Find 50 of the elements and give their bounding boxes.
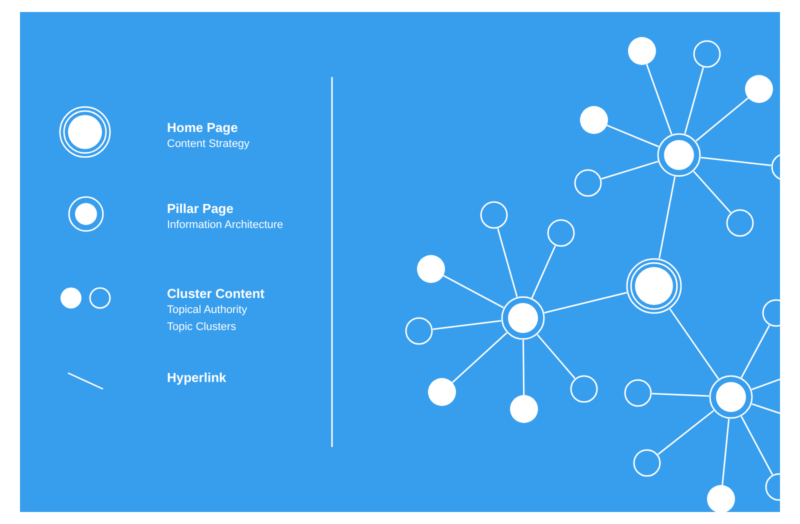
cluster-node-filled <box>417 255 445 283</box>
hyperlink-line <box>693 170 732 214</box>
legend-title: Hyperlink <box>167 370 226 386</box>
cluster-node-filled <box>580 106 608 134</box>
hyperlink-line <box>740 324 770 378</box>
cluster-node-outline <box>624 379 652 407</box>
hyperlink-line <box>497 228 518 298</box>
hyperlink-line <box>658 410 714 455</box>
hyperlink-line <box>522 340 525 395</box>
cluster-node-outline <box>693 40 721 68</box>
hyperlink-line <box>722 418 730 486</box>
legend-description: Topical Authority <box>167 303 248 317</box>
hyperlink-line <box>658 176 676 259</box>
legend-title: Cluster Content <box>167 286 264 302</box>
cluster-node-filled <box>510 395 538 423</box>
hyperlink-line <box>684 67 704 134</box>
cluster-node-outline <box>570 375 598 403</box>
cluster-node-filled <box>428 378 456 406</box>
hyperlink-line <box>646 64 672 135</box>
hyperlink-line <box>536 334 576 379</box>
hyperlink-line <box>452 332 508 384</box>
hyperlink-line <box>544 292 627 314</box>
hyperlink-line <box>696 97 749 142</box>
cluster-node-outline <box>726 209 754 237</box>
cluster-node-filled <box>628 37 656 65</box>
pillar-page-node <box>501 296 545 340</box>
legend-description: Topic Clusters <box>167 320 236 334</box>
hyperlink-line <box>700 156 772 166</box>
cluster-node-outline <box>574 169 602 197</box>
legend-title: Pillar Page <box>167 201 234 217</box>
legend-description: Content Strategy <box>167 137 250 151</box>
hyperlink-line <box>669 308 720 380</box>
hyperlink-line <box>432 320 502 330</box>
hyperlink-line <box>740 416 774 475</box>
legend-description: Information Architecture <box>167 218 284 232</box>
cluster-node-filled <box>745 75 773 103</box>
pillar-page-node <box>709 375 753 419</box>
hyperlink-line <box>652 392 710 397</box>
cluster-node-outline <box>633 449 661 477</box>
home-page-node <box>626 258 682 314</box>
cluster-node-outline <box>405 317 433 345</box>
pillar-page-node <box>657 133 701 177</box>
legend-title: Home Page <box>167 120 238 136</box>
hyperlink-line <box>531 245 556 298</box>
cluster-node-outline <box>480 201 508 229</box>
hyperlink-line <box>606 124 659 148</box>
hyperlink-line <box>601 160 658 180</box>
cluster-node-outline <box>547 219 575 247</box>
hyperlink-line <box>443 274 504 308</box>
cluster-node-filled <box>707 485 735 512</box>
